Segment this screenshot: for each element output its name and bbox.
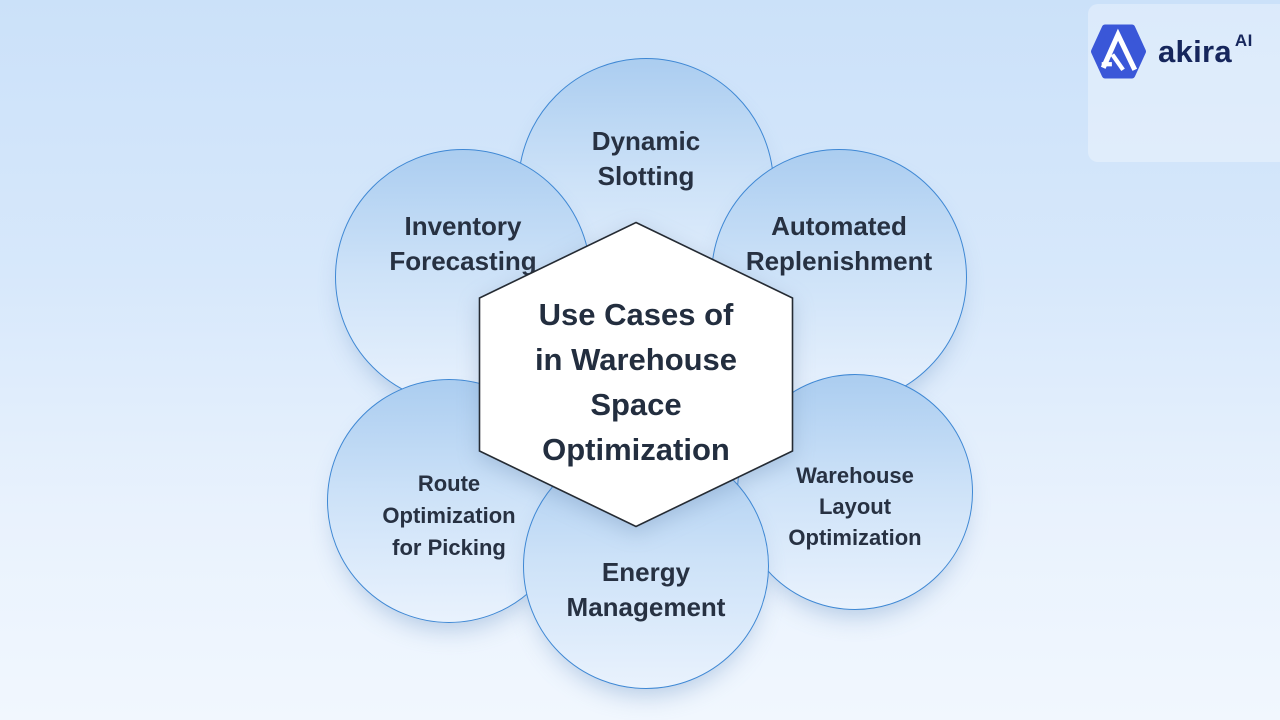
bubble-label: Dynamic Slotting bbox=[591, 126, 701, 191]
bubble-label: Automated Replenishment bbox=[745, 211, 933, 276]
bubble-label: Warehouse Layout Optimization bbox=[788, 462, 922, 550]
center-hexagon: Use Cases of in Warehouse Space Optimiza… bbox=[478, 221, 794, 528]
brand-superscript-ai: AI bbox=[1234, 31, 1253, 50]
bubble-label: Route Optimization for Picking bbox=[382, 471, 516, 560]
akira-hexagon-a-icon bbox=[1091, 24, 1146, 79]
diagram-title: Use Cases of in Warehouse Space Optimiza… bbox=[534, 296, 738, 467]
bubble-label: Inventory Forecasting bbox=[389, 211, 537, 276]
hexagon-shape bbox=[478, 221, 794, 528]
bubble-label: Energy Management bbox=[566, 557, 726, 622]
brand-text: akira bbox=[1158, 34, 1232, 69]
